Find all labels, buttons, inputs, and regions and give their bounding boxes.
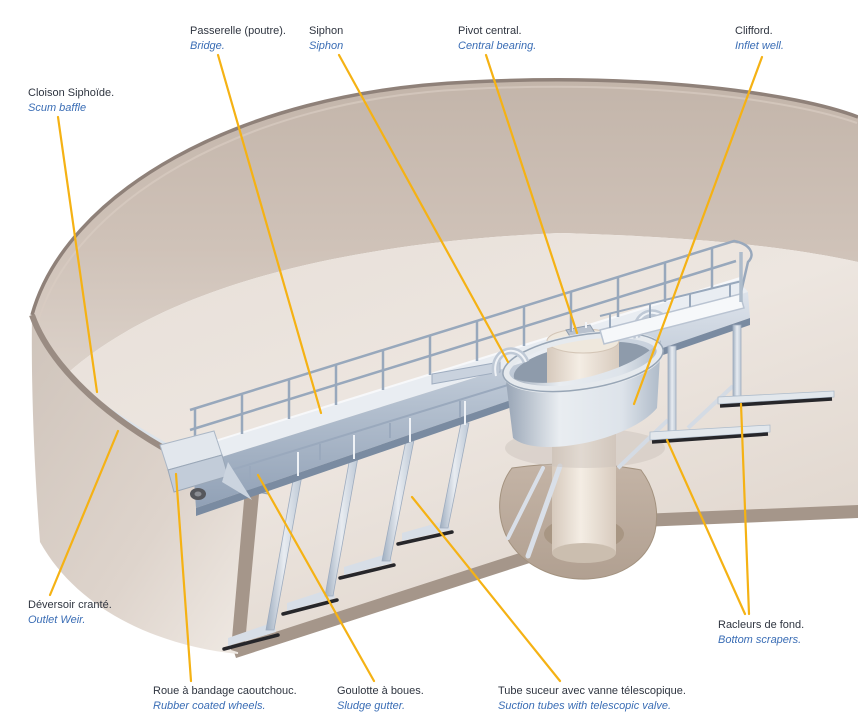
central-column-base (552, 543, 616, 563)
clifford-well-rim-edge (502, 331, 664, 393)
tank-rim-far-highlight (37, 85, 858, 323)
clifford-well-body (505, 340, 661, 448)
suction-tubes-group (222, 422, 563, 651)
leader-inlet-well (632, 55, 764, 406)
leader-bottom-scrapers (739, 402, 751, 616)
rubber-wheel-hub (194, 491, 202, 497)
leader-suction-tubes (410, 495, 562, 683)
clifford-well-rim (502, 330, 664, 394)
siphon-hoop-left-hl (494, 349, 527, 377)
scraper-support-brace-1 (616, 418, 670, 470)
scraper-blade-3 (338, 563, 396, 580)
scraper-blade-2 (281, 598, 339, 616)
siphon-pipe (431, 361, 501, 385)
wall-cut-face (231, 489, 259, 654)
suction-foot-2 (287, 588, 335, 611)
carriage-bracket (222, 462, 252, 500)
leader-scum-baffle (56, 115, 99, 394)
scraper-support-1 (667, 345, 677, 433)
drive-carriage (159, 430, 252, 500)
central-column-lower (552, 430, 616, 553)
floor-cut-edge (232, 505, 858, 658)
tank-rim-far (30, 78, 858, 316)
scraper-support-2 (732, 324, 742, 397)
bottom-scrapers-group (616, 324, 835, 470)
leader-bridge (216, 53, 323, 415)
suction-foot-1 (228, 622, 276, 646)
leader-sludge-gutter (256, 473, 376, 683)
hopper-brace-1 (525, 463, 563, 559)
bottom-scraper-blade-2 (719, 397, 833, 408)
railing-top-rail (189, 239, 753, 412)
leader-rubber-wheels (174, 472, 193, 683)
railing-mid-rail (189, 259, 737, 432)
scraper-support-brace-2 (686, 384, 735, 430)
bridge-railing (189, 239, 753, 448)
tank-exterior-wall (31, 315, 250, 654)
bottom-scraper-blade-1 (651, 432, 769, 444)
scraper-arm-2 (717, 390, 835, 405)
hopper-brace-2 (506, 466, 545, 540)
suction-foot-3 (344, 553, 392, 575)
bridge-hangers (297, 401, 466, 476)
leader-siphon (337, 53, 510, 364)
right-platform-group (599, 252, 745, 345)
railing-posts (193, 248, 714, 448)
tank-inner-wall (32, 79, 858, 383)
right-platform (599, 293, 745, 345)
leader-outlet-weir (48, 429, 120, 597)
leader-bottom-scrapers (665, 438, 747, 616)
leader-central-bearing (484, 53, 579, 335)
suction-foot-4 (402, 520, 450, 541)
leader-lines (48, 53, 764, 683)
scraper-blade-1 (222, 633, 280, 651)
suction-pipe-4 (439, 422, 470, 529)
right-platform-rail (599, 280, 743, 328)
scraper-arm-1 (649, 424, 771, 441)
